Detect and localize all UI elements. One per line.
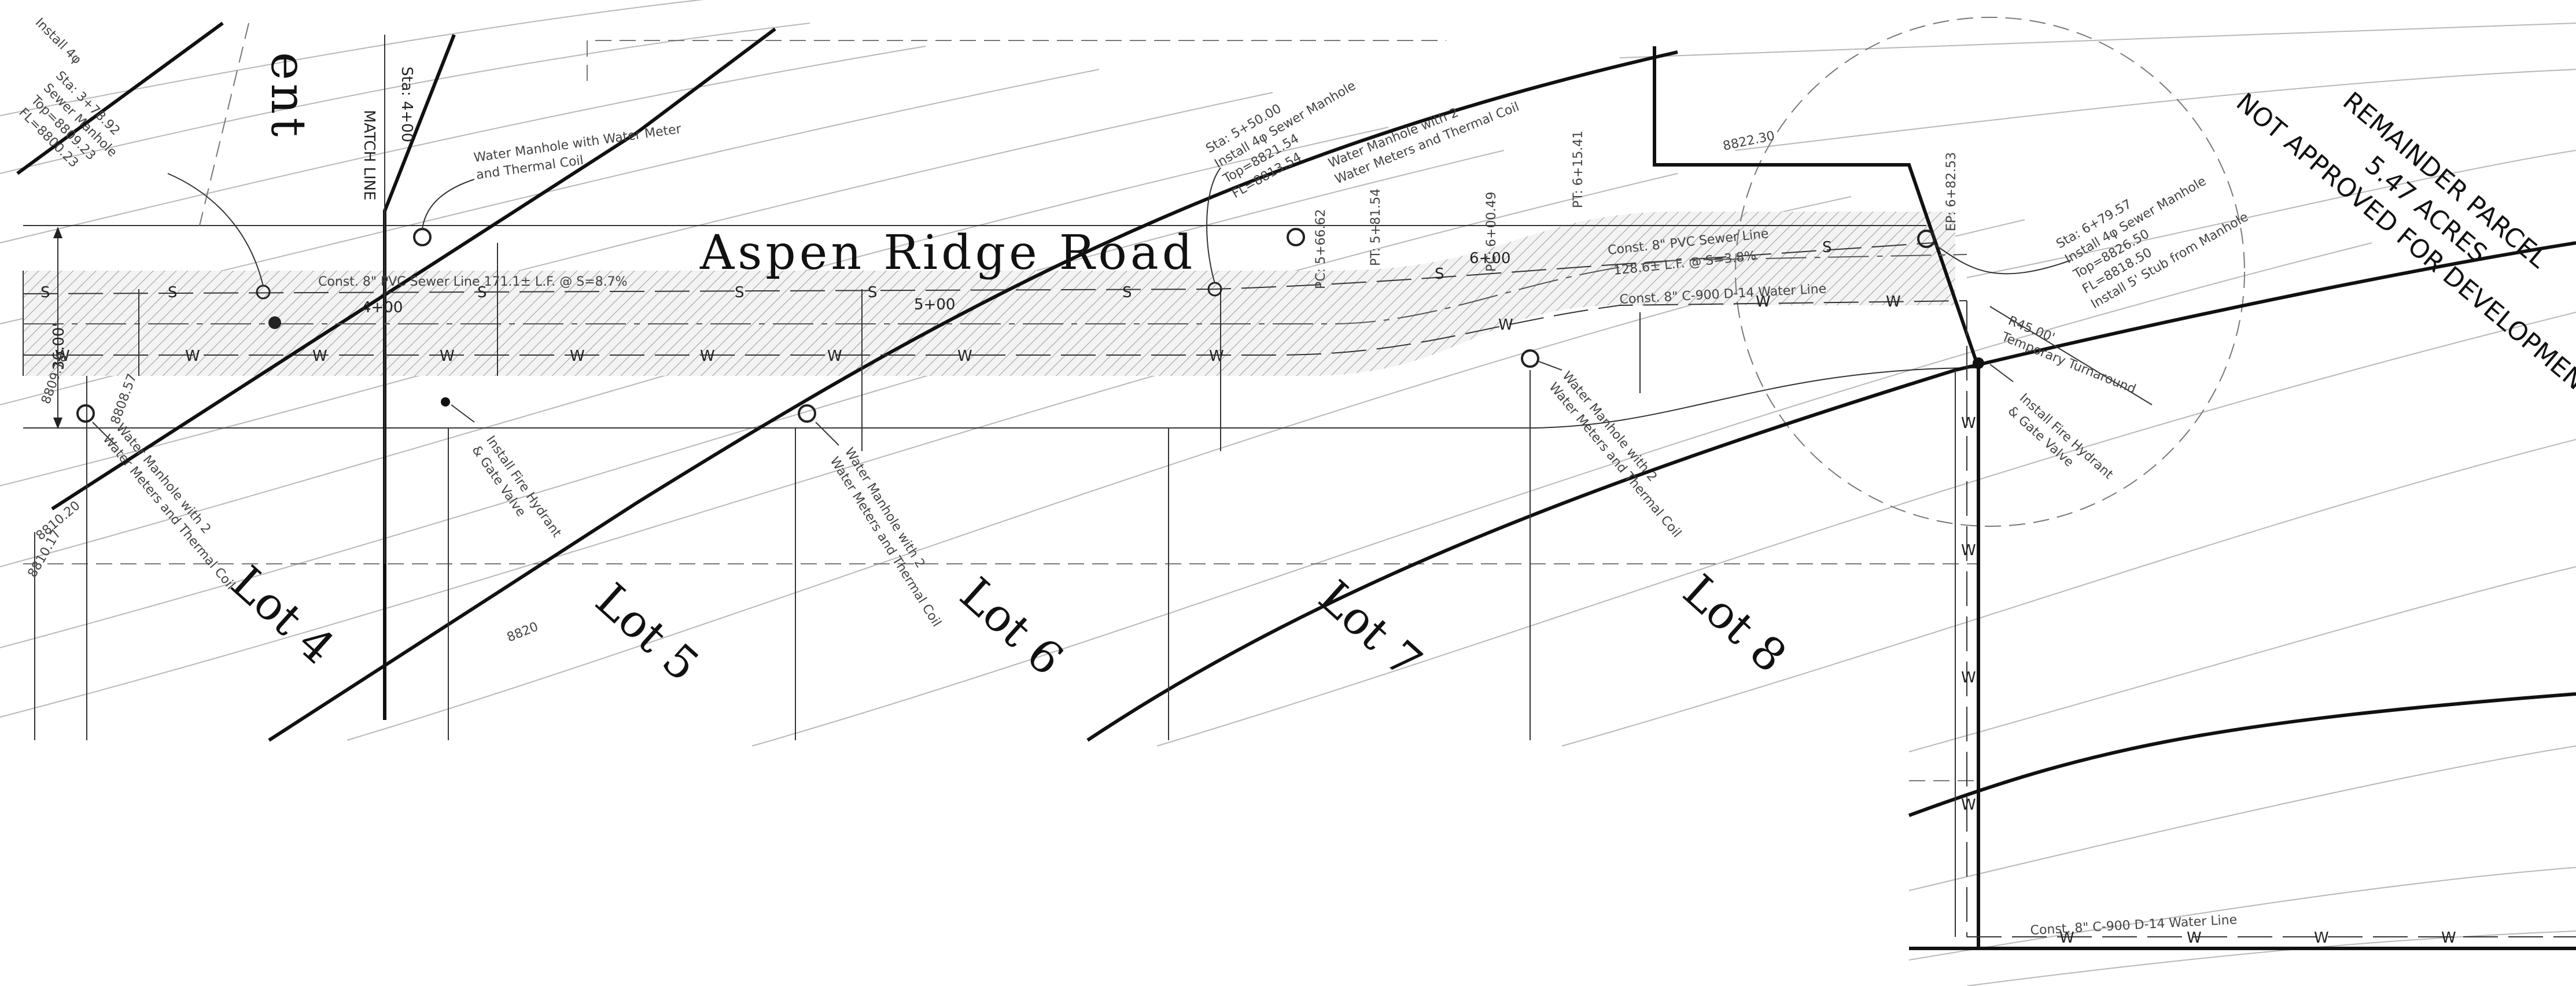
- sewer-marker: S: [1822, 239, 1832, 256]
- valve-icon: [268, 316, 281, 329]
- water-manhole-meter-callout: Water Manhole with Water Meter and Therm…: [473, 122, 683, 183]
- water-marker: W: [827, 348, 842, 365]
- water-marker: W: [2059, 929, 2074, 947]
- sewer-main-pipe: [23, 242, 1933, 294]
- curve-point-pt2: PT: 6+15.41: [1571, 131, 1586, 208]
- dashed-boundaries: [23, 17, 2245, 781]
- title-fragment: ent: [260, 52, 315, 140]
- water-marker: W: [570, 348, 585, 365]
- sewer-markers: S S S S S S S S: [40, 239, 1832, 301]
- road-width-dimension: 36.00': [50, 227, 68, 429]
- sewer-marker: S: [735, 284, 745, 301]
- water-manhole-icon: [413, 228, 432, 246]
- svg-text:Water Meters and Thermal Coil: Water Meters and Thermal Coil: [99, 432, 237, 592]
- water-manhole-icon: [76, 404, 95, 423]
- sewer-manhole-3-callout: Sta: 6+79.57 Install 4φ Sewer Manhole To…: [2054, 174, 2251, 312]
- contour-label: 8808.57: [108, 372, 140, 426]
- water-marker: W: [1961, 415, 1976, 432]
- road-centerline: [23, 254, 1967, 324]
- station-label: 5+00: [914, 296, 955, 313]
- lot-label: Lot 8: [1673, 565, 1796, 683]
- svg-text:Water Meters and Thermal Coil: Water Meters and Thermal Coil: [1546, 380, 1683, 540]
- water-manhole-icon: [1521, 349, 1539, 368]
- sewer-manhole-icon: [1917, 230, 1936, 248]
- water-markers: W W W W W W W W W W W W W W W W W W W W: [55, 293, 2456, 947]
- curve-point-pc1: PC: 5+66.62: [1314, 209, 1328, 289]
- match-line-station: Sta: 4+00: [398, 67, 415, 142]
- service-laterals: [138, 243, 1641, 451]
- sewer-main-label: Const. 8" PVC Sewer Line 171.1± L.F. @ S…: [318, 275, 628, 289]
- water-manhole-two-callout-lot6: Water Manhole with 2 Water Meters and Th…: [827, 445, 944, 630]
- curve-point-ep: EP: 6+82.53: [1944, 152, 1959, 231]
- match-line-label: MATCH LINE: [360, 110, 378, 201]
- station-label: 6+00: [1469, 250, 1510, 267]
- water-manhole-two-callout-lot8: Water Manhole with 2 Water Meters and Th…: [1546, 369, 1683, 541]
- curve-point-pt1: PT: 5+81.54: [1369, 189, 1383, 266]
- water-manhole-two-callout-lot4: Water Manhole with 2 Water Meters and Th…: [99, 421, 237, 593]
- road-hatch: [23, 212, 1955, 376]
- svg-text:Water Manhole with 2: Water Manhole with 2: [1559, 369, 1660, 485]
- sewer-marker: S: [868, 284, 878, 301]
- fire-hydrant-icon: [441, 397, 450, 407]
- sewer-manhole-1-callout: Install 4φ Sta: 3+78.92 Sewer Manhole To…: [16, 16, 122, 171]
- svg-text:Water Meters and Thermal Coil: Water Meters and Thermal Coil: [827, 455, 944, 630]
- sewer-marker: S: [477, 284, 487, 301]
- water-main-bottom-label: Const. 8" C-900 D-14 Water Line: [2030, 913, 2238, 938]
- water-marker: W: [1886, 293, 1901, 311]
- lot-lines: [34, 35, 1956, 937]
- water-marker: W: [1961, 542, 1976, 559]
- water-marker: W: [1209, 348, 1224, 365]
- water-marker: W: [957, 348, 972, 365]
- sewer-marker: S: [40, 284, 50, 301]
- hydrant-callout-1: Install Fire Hydrant & Gate Valve: [469, 433, 565, 540]
- lot-label: Lot 4: [221, 556, 344, 674]
- water-marker: W: [2441, 929, 2456, 947]
- water-manhole-icon: [798, 404, 816, 423]
- fire-hydrant-icon: [1973, 357, 1984, 369]
- sewer-marker: S: [1435, 265, 1444, 283]
- station-label: 4+00: [362, 299, 403, 316]
- right-of-way: [23, 225, 1979, 429]
- water-marker: W: [1498, 316, 1513, 334]
- contour-label: 8820: [505, 619, 540, 645]
- water-marker: W: [700, 348, 715, 365]
- water-marker: W: [1961, 796, 1976, 814]
- water-marker: W: [1756, 293, 1771, 311]
- curve-point-pc2: PC: 6+00.49: [1484, 192, 1499, 272]
- leader-lines: [92, 167, 2153, 446]
- lot-label: Lot 6: [950, 568, 1073, 686]
- sewer-marker: S: [1122, 284, 1132, 301]
- svg-text:Install 4φ: Install 4φ: [32, 16, 84, 68]
- water-marker: W: [440, 348, 455, 365]
- road-name: Aspen Ridge Road: [699, 226, 1196, 280]
- lot-label: Lot 7: [1309, 571, 1431, 689]
- lot-label: Lot 5: [585, 574, 708, 692]
- water-marker: W: [185, 348, 200, 365]
- svg-text:Temporary Turnaround: Temporary Turnaround: [1999, 330, 2138, 397]
- water-marker: W: [1961, 669, 1976, 686]
- water-marker: W: [2314, 929, 2329, 947]
- water-marker: W: [2187, 929, 2202, 947]
- contour-label: 8822.30: [1722, 128, 1776, 153]
- road-width-label: 36.00': [50, 323, 68, 370]
- water-manhole-icon: [1287, 228, 1305, 246]
- sewer-marker: S: [168, 284, 178, 301]
- water-main-pipe: [23, 300, 1967, 356]
- water-marker: W: [312, 348, 327, 365]
